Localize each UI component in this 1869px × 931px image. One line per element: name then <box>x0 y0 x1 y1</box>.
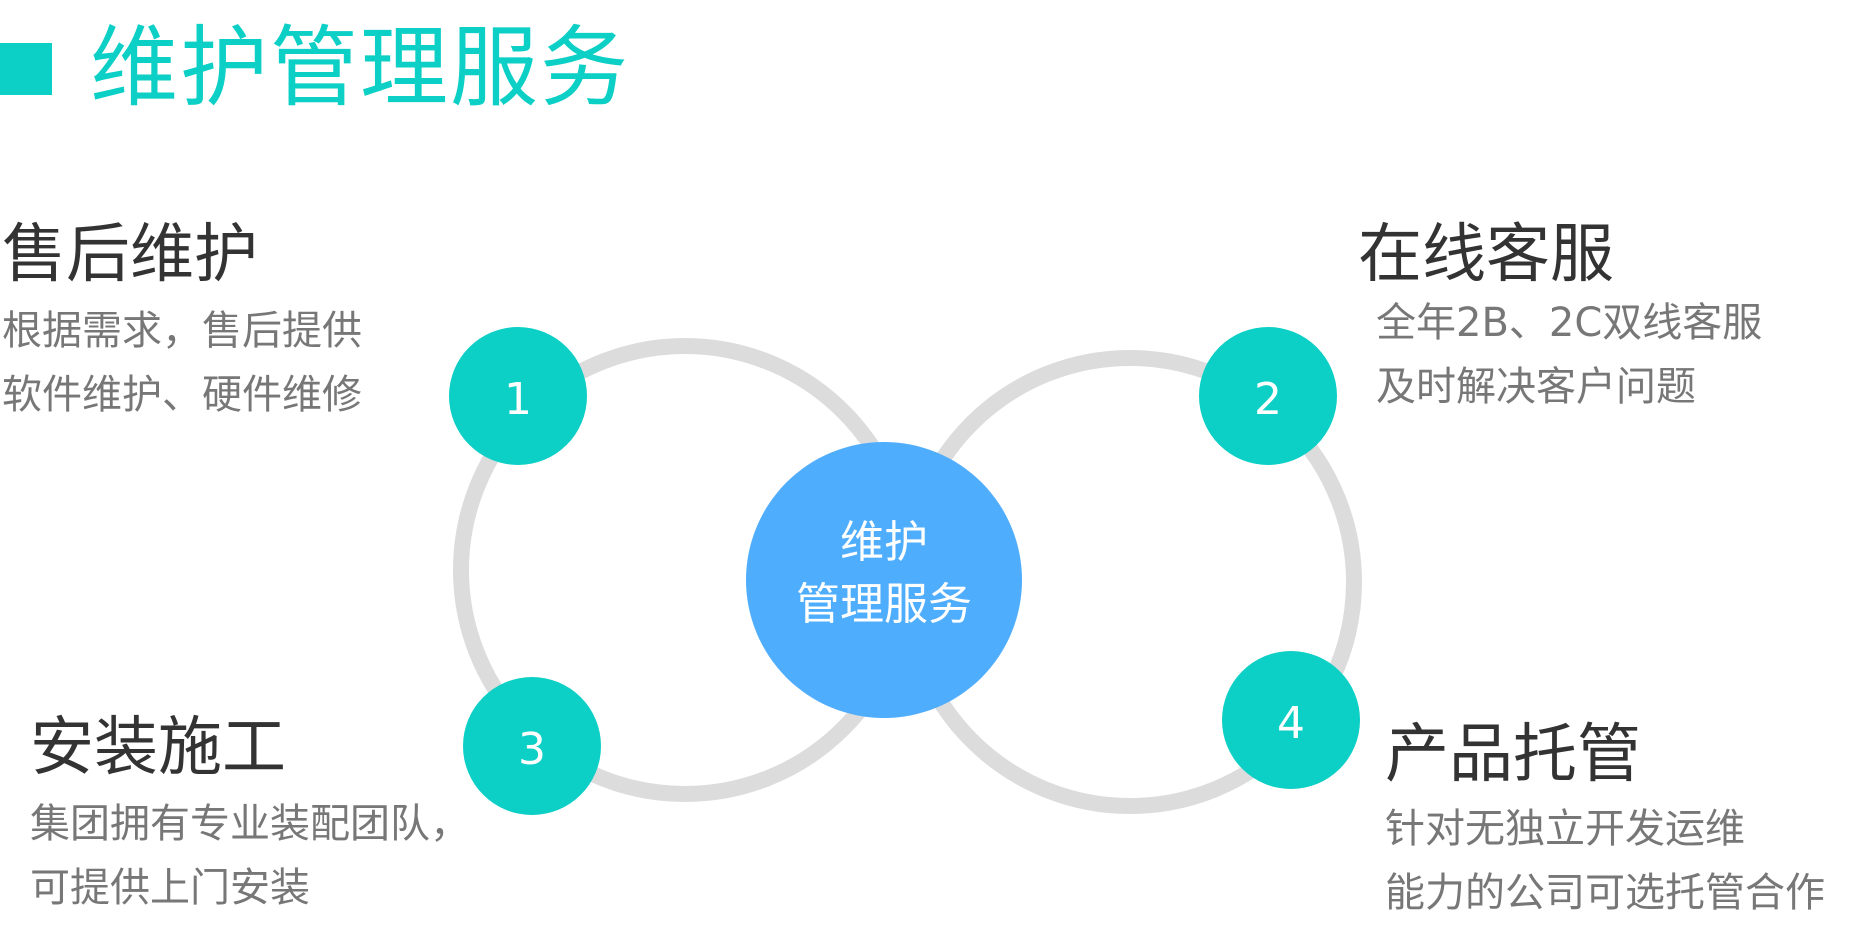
service-desc-line: 全年2B、2C双线客服 <box>1376 300 1763 346</box>
service-heading: 产品托管 <box>1385 718 1641 792</box>
service-desc-line: 针对无独立开发运维 <box>1385 806 1745 852</box>
node-3: 3 <box>463 677 601 815</box>
node-2: 2 <box>1199 327 1337 465</box>
service-heading: 售后维护 <box>2 218 258 292</box>
node-4-circle <box>1222 651 1360 789</box>
service-block-4: 产品托管 针对无独立开发运维 能力的公司可选托管合作 <box>1385 715 1825 925</box>
node-1: 1 <box>449 327 587 465</box>
node-4: 4 <box>1222 651 1360 789</box>
service-block-2: 在线客服 全年2B、2C双线客服 及时解决客户问题 <box>1358 215 1762 419</box>
node-1-circle <box>449 327 587 465</box>
service-desc-line: 能力的公司可选托管合作 <box>1385 870 1825 916</box>
service-desc-line: 集团拥有专业装配团队， <box>30 801 470 847</box>
title-square-icon <box>0 43 52 95</box>
service-desc-line: 可提供上门安装 <box>30 865 310 911</box>
center-node: 维护 管理服务 <box>746 442 1022 718</box>
service-desc-line: 软件维护、硬件维修 <box>2 372 362 418</box>
node-4-number: 4 <box>1277 698 1305 749</box>
center-label-line1: 维护 <box>840 517 928 568</box>
node-2-number: 2 <box>1254 374 1282 425</box>
center-label-line2: 管理服务 <box>796 579 972 630</box>
service-desc-line: 根据需求，售后提供 <box>2 308 362 354</box>
node-1-number: 1 <box>504 374 532 425</box>
node-3-circle <box>463 677 601 815</box>
node-3-number: 3 <box>518 724 546 775</box>
service-heading: 在线客服 <box>1358 218 1614 292</box>
page-title-text: 维护管理服务 <box>90 16 631 119</box>
service-heading: 安装施工 <box>30 711 286 785</box>
service-block-1: 售后维护 根据需求，售后提供 软件维护、硬件维修 <box>2 215 362 427</box>
node-2-circle <box>1199 327 1337 465</box>
center-circle <box>746 442 1022 718</box>
service-block-3: 安装施工 集团拥有专业装配团队， 可提供上门安装 <box>30 708 470 920</box>
service-desc-line: 及时解决客户问题 <box>1376 364 1696 410</box>
